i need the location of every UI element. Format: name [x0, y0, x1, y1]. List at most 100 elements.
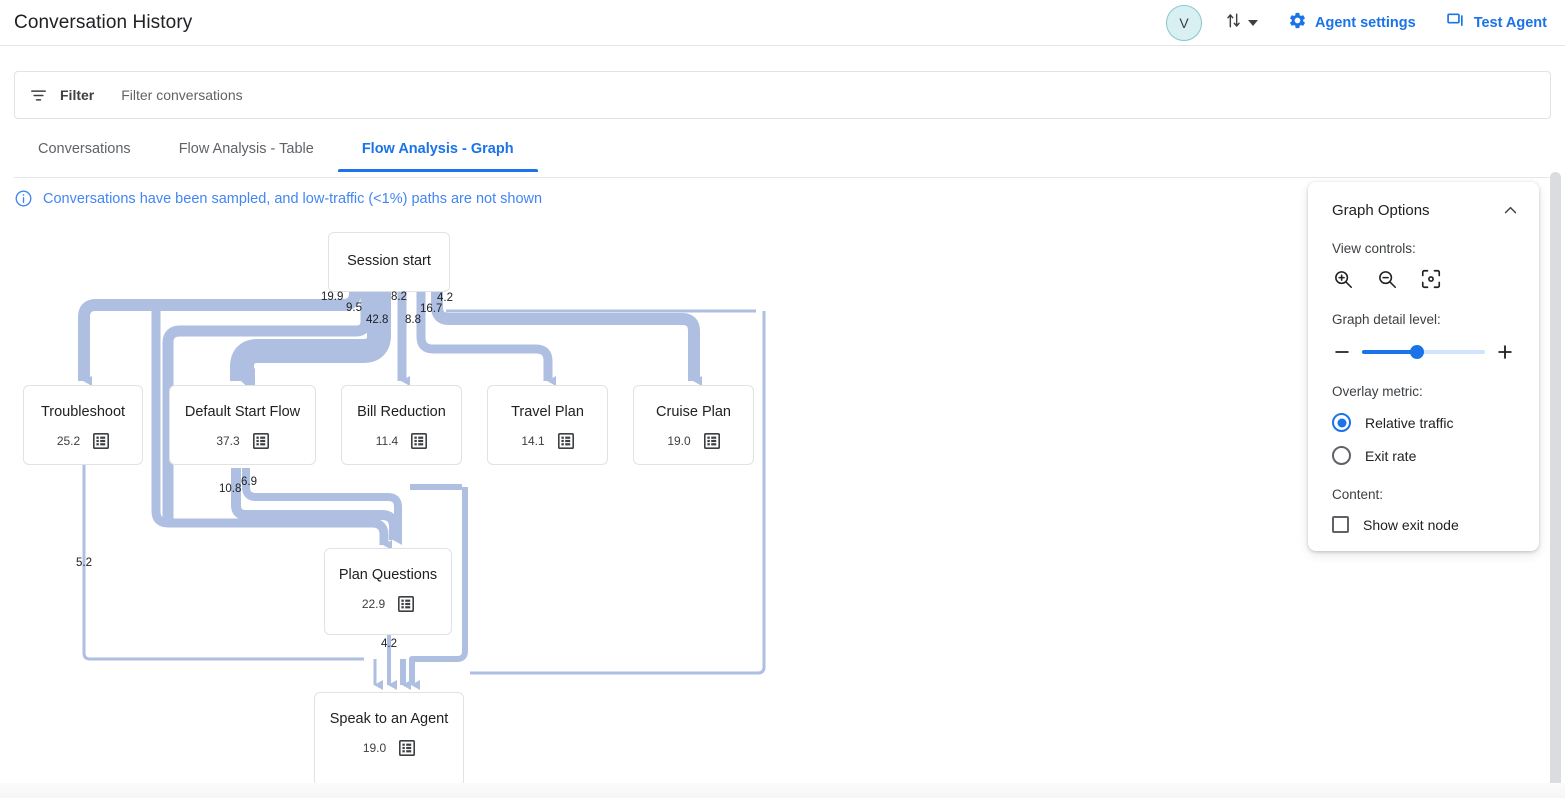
- agent-switcher[interactable]: [1224, 11, 1258, 35]
- graph-options-panel: Graph Options View controls:: [1308, 182, 1539, 551]
- zoom-in-icon[interactable]: [1332, 268, 1354, 290]
- node-label: Travel Plan: [511, 404, 584, 420]
- swap-vertical-icon: [1224, 11, 1243, 35]
- table-icon[interactable]: [93, 433, 110, 449]
- node-value: 11.4: [375, 434, 399, 448]
- sampling-info-banner: Conversations have been sampled, and low…: [14, 189, 542, 208]
- avatar-initial: V: [1179, 14, 1189, 31]
- radio-relative-traffic[interactable]: Relative traffic: [1308, 413, 1539, 432]
- tab-bar: Conversations Flow Analysis - Table Flow…: [14, 133, 1551, 178]
- node-metrics: 19.0: [667, 433, 720, 449]
- edge-label: 19.9: [321, 291, 344, 303]
- edge-label: 8.8: [405, 314, 421, 326]
- fit-to-screen-icon[interactable]: [1420, 268, 1442, 290]
- checkbox-label: Show exit node: [1363, 516, 1459, 533]
- vertical-scrollbar[interactable]: [1550, 172, 1561, 792]
- graph-options-title: Graph Options: [1332, 202, 1430, 219]
- node-plan-questions[interactable]: Plan Questions 22.9: [324, 548, 452, 635]
- node-metrics: 22.9: [361, 596, 415, 612]
- table-icon[interactable]: [398, 596, 415, 612]
- overlay-metric-label: Overlay metric:: [1332, 384, 1423, 399]
- node-label: Default Start Flow: [184, 404, 301, 420]
- edge-label: 10.8: [219, 483, 242, 495]
- node-metrics: 19.0: [362, 740, 416, 756]
- avatar[interactable]: V: [1165, 4, 1202, 41]
- node-value: 19.0: [667, 434, 691, 448]
- flow-edges: [78, 275, 766, 690]
- edge-label: 42.8: [366, 314, 389, 326]
- node-label: Bill Reduction: [357, 404, 446, 420]
- filter-bar: Filter: [14, 71, 1551, 119]
- node-value: 19.0: [362, 741, 387, 755]
- radio-label: Relative traffic: [1365, 414, 1454, 431]
- minus-icon[interactable]: [1330, 342, 1354, 362]
- node-label: Plan Questions: [338, 567, 438, 583]
- flow-graph-canvas[interactable]: Session start Troubleshoot 25.2 Default …: [0, 215, 1540, 790]
- tab-conversations[interactable]: Conversations: [38, 141, 131, 157]
- graph-detail-slider[interactable]: [1362, 345, 1485, 359]
- radio-icon: [1332, 446, 1351, 465]
- view-controls: [1308, 268, 1539, 290]
- sampling-info-text: Conversations have been sampled, and low…: [43, 190, 543, 207]
- node-cruise-plan[interactable]: Cruise Plan 19.0: [633, 385, 754, 465]
- checkbox-icon: [1332, 516, 1349, 533]
- agent-settings-button[interactable]: Agent settings: [1288, 11, 1416, 34]
- table-icon[interactable]: [703, 433, 720, 449]
- graph-detail-slider-row: [1308, 342, 1539, 362]
- agent-settings-label: Agent settings: [1314, 14, 1416, 31]
- chevron-down-icon: [1247, 19, 1258, 26]
- edge-label: 4.2: [381, 638, 397, 650]
- gear-icon: [1288, 11, 1307, 34]
- graph-options-header[interactable]: Graph Options: [1308, 182, 1539, 219]
- test-agent-button[interactable]: Test Agent: [1446, 11, 1547, 35]
- edge-label: 4.2: [437, 292, 453, 304]
- checkbox-show-exit-node[interactable]: Show exit node: [1308, 516, 1539, 533]
- radio-exit-rate[interactable]: Exit rate: [1308, 446, 1539, 465]
- edge-label: 8.2: [391, 291, 407, 303]
- node-metrics: 14.1: [521, 433, 574, 449]
- node-label: Speak to an Agent: [329, 711, 449, 727]
- node-value: 25.2: [56, 434, 81, 448]
- view-controls-label: View controls:: [1332, 241, 1416, 256]
- node-speak-to-an-agent[interactable]: Speak to an Agent 19.0: [314, 692, 464, 787]
- node-metrics: 37.3: [216, 433, 269, 449]
- tab-flow-analysis-graph[interactable]: Flow Analysis - Graph: [337, 133, 538, 172]
- table-icon[interactable]: [411, 433, 428, 449]
- slider-thumb[interactable]: [1410, 345, 1425, 359]
- node-bill-reduction[interactable]: Bill Reduction 11.4: [341, 385, 462, 465]
- node-session-start[interactable]: Session start: [328, 232, 450, 292]
- bottom-divider: [0, 783, 1565, 798]
- table-icon[interactable]: [557, 433, 574, 449]
- edge-label: 16.7: [420, 303, 443, 315]
- zoom-out-icon[interactable]: [1376, 268, 1398, 290]
- tab-flow-analysis-table[interactable]: Flow Analysis - Table: [178, 141, 314, 157]
- node-troubleshoot[interactable]: Troubleshoot 25.2: [23, 385, 143, 465]
- edge-label: 6.9: [241, 476, 257, 488]
- radio-label: Exit rate: [1365, 447, 1417, 464]
- node-value: 14.1: [521, 434, 545, 448]
- top-bar-actions: V Agent settings: [1165, 4, 1565, 41]
- page-title: Conversation History: [14, 11, 193, 33]
- node-label: Session start: [347, 253, 431, 269]
- node-label: Cruise Plan: [656, 404, 731, 420]
- chat-bubble-icon: [1446, 11, 1466, 35]
- node-label: Troubleshoot: [40, 404, 126, 420]
- content-label: Content:: [1332, 487, 1384, 502]
- edge-label: 9.5: [346, 302, 362, 314]
- test-agent-label: Test Agent: [1473, 14, 1547, 31]
- node-default-start-flow[interactable]: Default Start Flow 37.3: [169, 385, 316, 465]
- top-bar: Conversation History V Age: [0, 0, 1565, 46]
- slider-fill: [1362, 350, 1418, 354]
- filter-icon: [29, 86, 48, 105]
- node-travel-plan[interactable]: Travel Plan 14.1: [487, 385, 608, 465]
- graph-detail-label: Graph detail level:: [1332, 312, 1441, 327]
- chevron-up-icon[interactable]: [1502, 202, 1519, 219]
- table-icon[interactable]: [252, 433, 269, 449]
- table-icon[interactable]: [399, 740, 416, 756]
- node-value: 22.9: [361, 597, 386, 611]
- search-input[interactable]: [119, 86, 724, 104]
- node-metrics: 11.4: [375, 433, 428, 449]
- plus-icon[interactable]: [1493, 342, 1517, 362]
- node-metrics: 25.2: [56, 433, 110, 449]
